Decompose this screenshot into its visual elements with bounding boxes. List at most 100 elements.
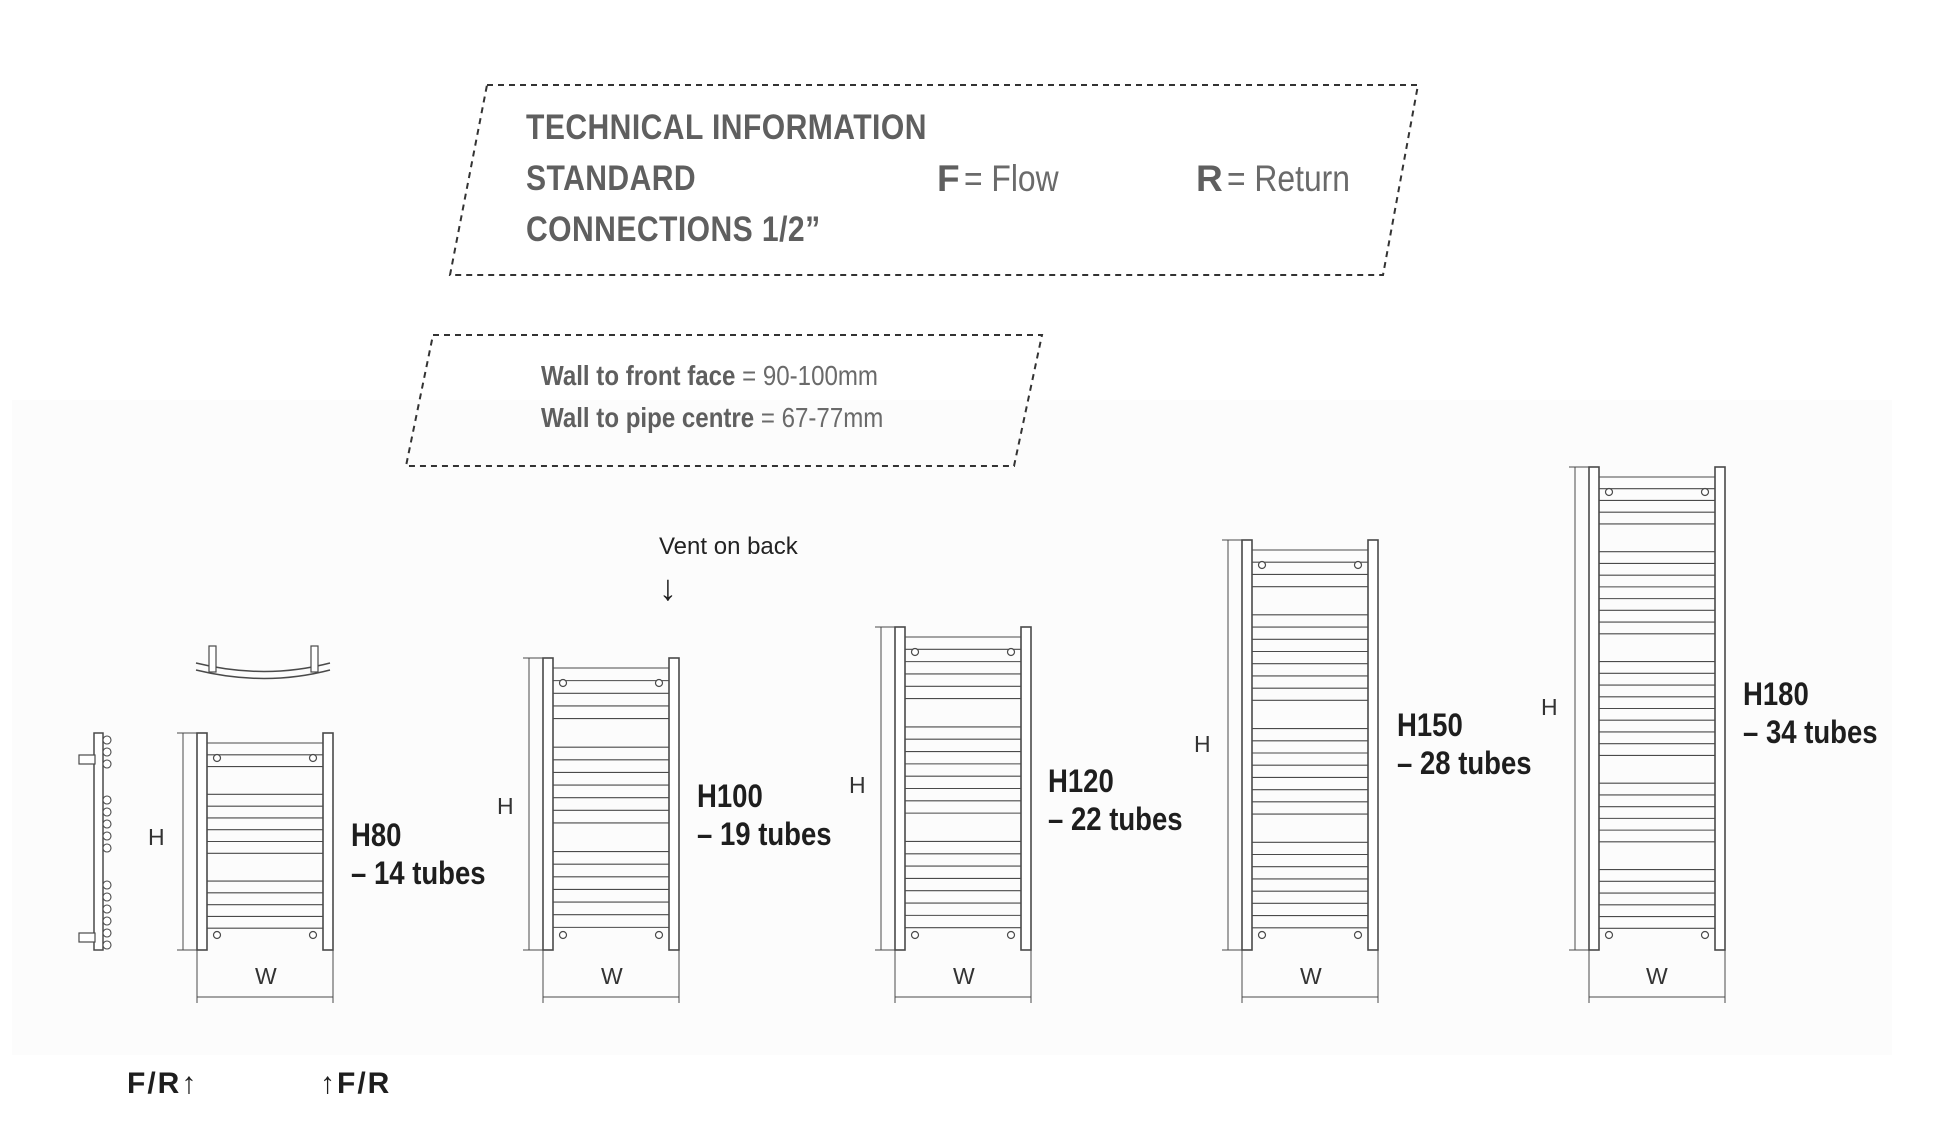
bracket-dot <box>1604 487 1614 497</box>
depth-pipe-value: = 67-77mm <box>760 402 884 433</box>
model-name: H80 <box>351 817 402 853</box>
flow-letter: F <box>937 158 960 199</box>
bracket-dot <box>212 753 222 763</box>
model-label-h180: H180 – 34 tubes <box>1743 675 1878 751</box>
model-label-h150: H150 – 28 tubes <box>1397 706 1532 782</box>
bracket-dot <box>1700 487 1710 497</box>
bracket-dot <box>910 647 920 657</box>
top-view-valve <box>310 645 319 673</box>
left-rail <box>542 657 554 951</box>
right-rail <box>1020 626 1032 951</box>
bracket-dot <box>1604 930 1614 940</box>
width-label-h150: W <box>1300 963 1322 989</box>
left-rail <box>1241 539 1253 951</box>
bracket-dot <box>308 753 318 763</box>
tube-end <box>102 940 112 950</box>
wall-bracket <box>78 932 96 943</box>
depth-front-row: Wall to front face = 90-100mm <box>541 360 878 392</box>
model-label-h100: H100 – 19 tubes <box>697 777 832 853</box>
model-name: H150 <box>1397 707 1463 743</box>
tube-end <box>102 880 112 890</box>
tube-end <box>102 904 112 914</box>
model-name: H100 <box>697 778 763 814</box>
side-view-rail <box>93 732 104 951</box>
technical-info-frame <box>448 84 1420 276</box>
model-tubes: – 19 tubes <box>697 816 832 852</box>
vent-arrow-icon: ↓ <box>659 567 677 608</box>
bracket-dot <box>654 930 664 940</box>
top-view-drawing <box>195 645 331 680</box>
height-label-h80: H <box>148 824 165 850</box>
bracket-dot <box>308 930 318 940</box>
radiator-h120 <box>875 626 1032 1003</box>
model-label-h120: H120 – 22 tubes <box>1048 762 1183 838</box>
technical-info-standard: STANDARD <box>526 159 697 198</box>
bracket-dot <box>1257 560 1267 570</box>
depth-pipe-row: Wall to pipe centre = 67-77mm <box>541 402 883 434</box>
height-label-h100: H <box>497 793 514 819</box>
bracket-dot <box>1006 930 1016 940</box>
depth-pipe-label: Wall to pipe centre <box>541 402 755 433</box>
model-tubes: – 22 tubes <box>1048 801 1183 837</box>
bracket-dot <box>1006 647 1016 657</box>
connection-left-label: F/R↑ <box>127 1067 199 1100</box>
tube-end <box>102 831 112 841</box>
technical-info-connections: CONNECTIONS 1/2” <box>526 210 821 249</box>
right-rail <box>322 732 334 951</box>
left-rail <box>1588 466 1600 951</box>
radiator-h100 <box>523 657 680 1003</box>
radiator-h180 <box>1569 466 1726 1003</box>
wall-bracket <box>78 754 96 765</box>
radiator-h150 <box>1222 539 1379 1003</box>
depth-front-label: Wall to front face <box>541 360 736 391</box>
vent-note: Vent on back <box>659 533 798 560</box>
height-label-h180: H <box>1541 694 1558 720</box>
tube-end <box>102 759 112 769</box>
return-letter: R <box>1196 158 1223 199</box>
tube-end <box>102 735 112 745</box>
tube-end <box>102 747 112 757</box>
bracket-dot <box>212 930 222 940</box>
tube-end <box>102 892 112 902</box>
technical-info-title: TECHNICAL INFORMATION <box>526 108 927 147</box>
right-rail <box>1714 466 1726 951</box>
bracket-dot <box>1257 930 1267 940</box>
bracket-dot <box>1700 930 1710 940</box>
left-rail <box>196 732 208 951</box>
depth-info-frame <box>404 334 1044 467</box>
width-label-h180: W <box>1646 963 1668 989</box>
bracket-dot <box>910 930 920 940</box>
model-tubes: – 28 tubes <box>1397 745 1532 781</box>
model-tubes: – 34 tubes <box>1743 714 1878 750</box>
bracket-dot <box>558 678 568 688</box>
return-text: = Return <box>1227 158 1351 199</box>
legend-return: R = Return <box>1196 158 1370 200</box>
bracket-dot <box>1353 930 1363 940</box>
top-view-curve <box>195 669 331 680</box>
depth-front-value: = 90-100mm <box>742 360 878 391</box>
legend-flow: F = Flow <box>937 158 1074 200</box>
model-name: H120 <box>1048 763 1114 799</box>
tube-end <box>102 916 112 926</box>
model-label-h80: H80 – 14 tubes <box>351 816 486 892</box>
right-rail <box>1367 539 1379 951</box>
width-label-h80: W <box>255 963 277 989</box>
flow-text: = Flow <box>964 158 1059 199</box>
right-rail <box>668 657 680 951</box>
bracket-dot <box>1353 560 1363 570</box>
left-rail <box>894 626 906 951</box>
tube-end <box>102 807 112 817</box>
top-view-valve <box>208 645 217 673</box>
model-tubes: – 14 tubes <box>351 855 486 891</box>
tube-end <box>102 795 112 805</box>
tube-end <box>102 843 112 853</box>
width-label-h100: W <box>601 963 623 989</box>
height-label-h120: H <box>849 772 866 798</box>
tube-end <box>102 928 112 938</box>
bracket-dot <box>654 678 664 688</box>
radiator-h80 <box>177 732 334 1003</box>
bracket-dot <box>558 930 568 940</box>
tube-end <box>102 819 112 829</box>
height-label-h150: H <box>1194 731 1211 757</box>
